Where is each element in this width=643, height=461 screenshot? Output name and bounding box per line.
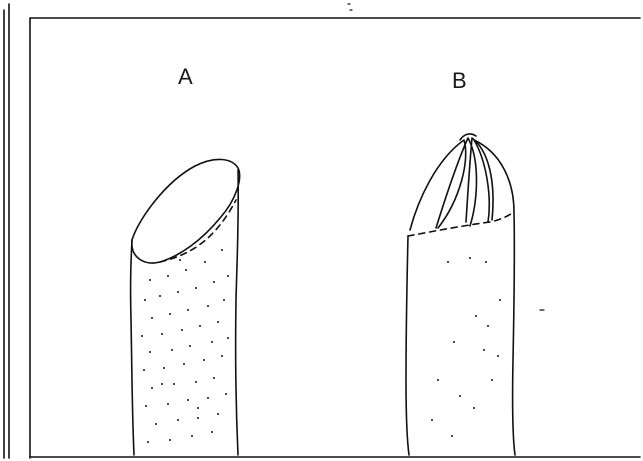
figure-a-right-edge bbox=[236, 170, 239, 455]
figure-a-rim-seam bbox=[160, 200, 236, 262]
figure-a-oval-top bbox=[132, 159, 240, 263]
figure-b-petal-4 bbox=[474, 140, 514, 222]
figure-b-rim bbox=[408, 212, 514, 236]
figure-b-right-edge bbox=[513, 212, 515, 455]
figure-b-left-edge bbox=[406, 236, 409, 455]
figure-a-label: A bbox=[178, 64, 193, 90]
figure-b-label: B bbox=[452, 68, 467, 94]
figure-a-cylinder bbox=[131, 159, 240, 455]
figure-b-petal-1 bbox=[410, 140, 466, 230]
figure-b-stipple bbox=[431, 257, 501, 437]
figure-frame bbox=[4, 4, 640, 458]
figure-b-cylinder bbox=[406, 134, 515, 455]
figure-a-left-edge bbox=[131, 240, 134, 455]
figure-a-stipple bbox=[141, 249, 229, 443]
